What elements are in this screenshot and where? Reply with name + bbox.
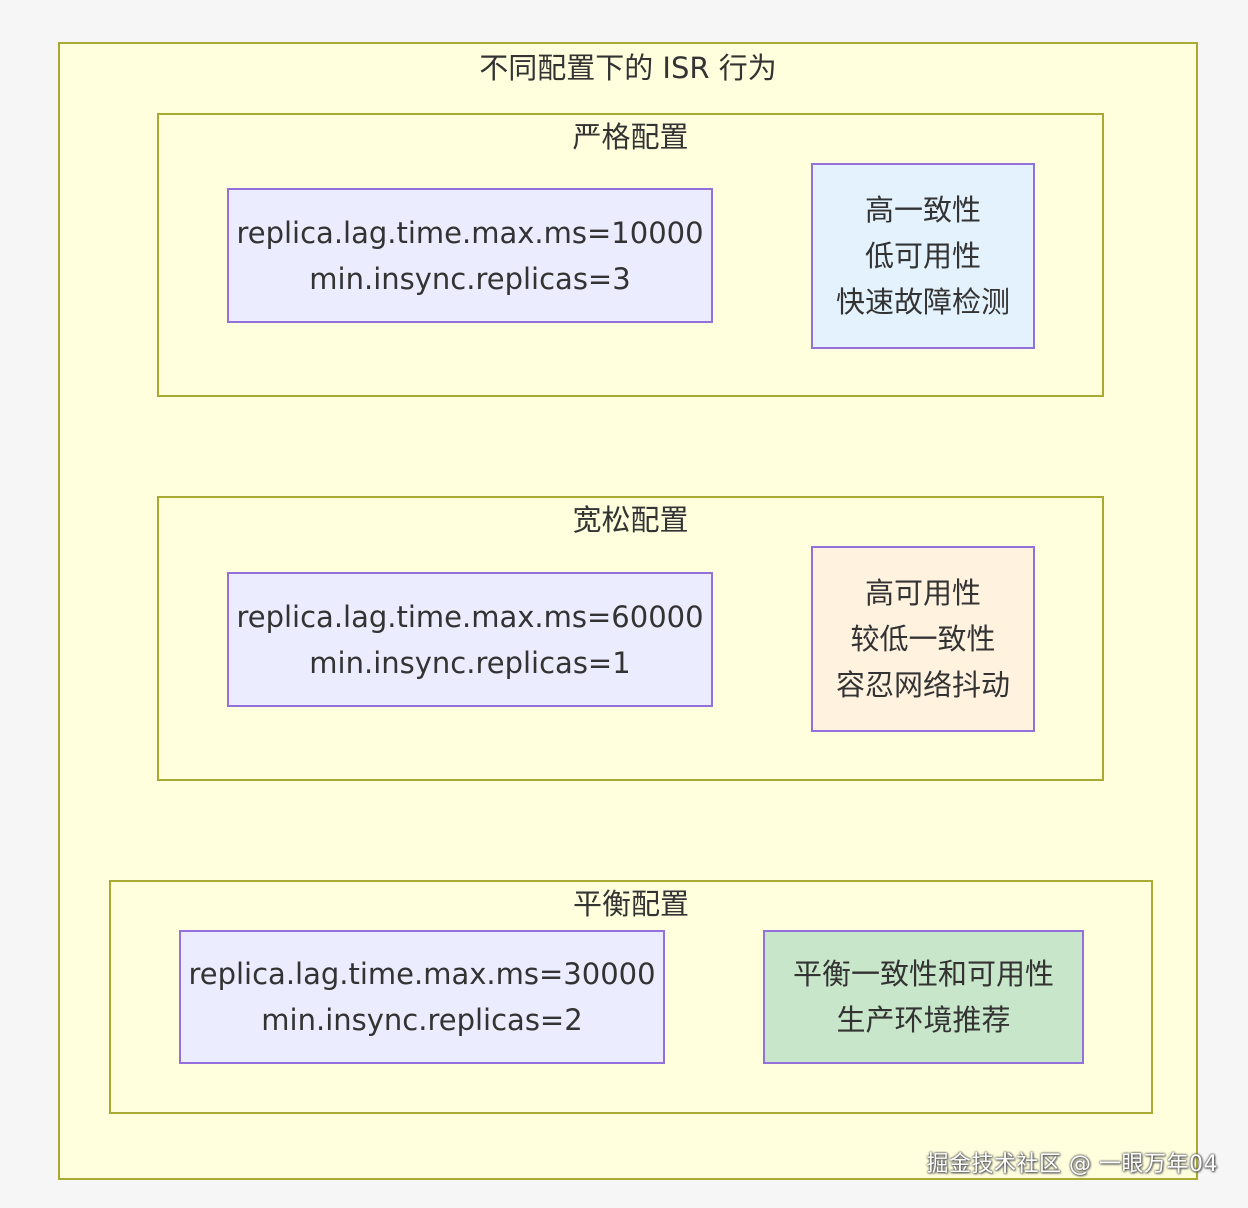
result-line: 高可用性 [864, 576, 981, 610]
relaxed-result-node: 高可用性 较低一致性 容忍网络抖动 [811, 546, 1035, 732]
result-line: 高一致性 [864, 193, 981, 227]
config-line: min.insync.replicas=2 [261, 1003, 583, 1037]
config-line: replica.lag.time.max.ms=10000 [236, 215, 704, 250]
group-title: 宽松配置 [572, 503, 689, 537]
result-line: 生产环境推荐 [836, 1003, 1011, 1037]
diagram-title: 不同配置下的 ISR 行为 [479, 51, 777, 85]
outer-subgraph: 不同配置下的 ISR 行为 严格配置 replica.lag.time.max.… [58, 42, 1198, 1180]
config-line: replica.lag.time.max.ms=60000 [236, 599, 704, 634]
strict-result-node: 高一致性 低可用性 快速故障检测 [811, 163, 1035, 349]
relaxed-config-node: replica.lag.time.max.ms=60000 min.insync… [227, 572, 713, 707]
strict-config-node: replica.lag.time.max.ms=10000 min.insync… [227, 188, 713, 323]
balanced-config-group: 平衡配置 replica.lag.time.max.ms=30000 min.i… [109, 880, 1153, 1114]
result-line: 快速故障检测 [835, 285, 1010, 319]
config-line: replica.lag.time.max.ms=30000 [188, 957, 656, 991]
group-title: 平衡配置 [572, 887, 689, 921]
balanced-config-node: replica.lag.time.max.ms=30000 min.insync… [179, 930, 665, 1064]
config-line: min.insync.replicas=1 [309, 645, 631, 680]
result-line: 容忍网络抖动 [835, 668, 1010, 702]
result-line: 较低一致性 [850, 622, 996, 656]
result-line: 平衡一致性和可用性 [792, 957, 1054, 991]
strict-config-group: 严格配置 replica.lag.time.max.ms=10000 min.i… [157, 113, 1104, 397]
group-title: 严格配置 [572, 120, 689, 154]
result-line: 低可用性 [864, 239, 981, 273]
relaxed-config-group: 宽松配置 replica.lag.time.max.ms=60000 min.i… [157, 496, 1104, 781]
config-line: min.insync.replicas=3 [309, 261, 631, 296]
balanced-result-node: 平衡一致性和可用性 生产环境推荐 [763, 930, 1084, 1064]
watermark: 掘金技术社区 @ 一眼万年04 [926, 1152, 1218, 1177]
